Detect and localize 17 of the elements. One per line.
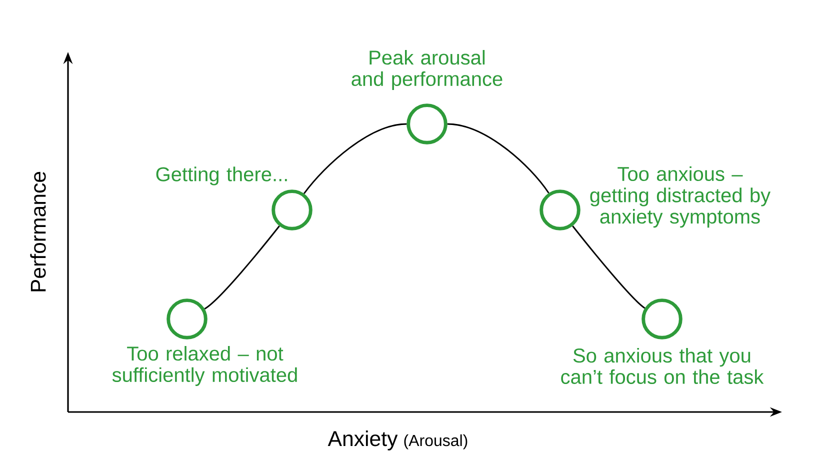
circle-marker xyxy=(272,190,312,230)
circle-marker xyxy=(642,298,682,340)
curve xyxy=(204,226,280,310)
annotation-text: So anxious that you can’t focus on the task xyxy=(561,348,764,384)
axis-label: (Arousal) xyxy=(404,434,468,450)
annotation-text: Too relaxed – not sufficiently motivated xyxy=(112,346,297,386)
curve xyxy=(572,226,646,309)
circle-marker xyxy=(406,104,448,144)
annotation-text: Peak arousal and performance xyxy=(352,50,502,90)
curve xyxy=(304,123,407,194)
circle-marker xyxy=(166,298,208,340)
annotation-text: Too anxious – getting distracted by anxiety symptoms xyxy=(590,166,771,228)
curve xyxy=(447,123,550,194)
axis-label: Anxiety xyxy=(328,430,398,450)
axis-label: Performance xyxy=(30,172,46,292)
annotation-text: Getting there... xyxy=(156,166,287,186)
circle-marker xyxy=(540,190,580,230)
